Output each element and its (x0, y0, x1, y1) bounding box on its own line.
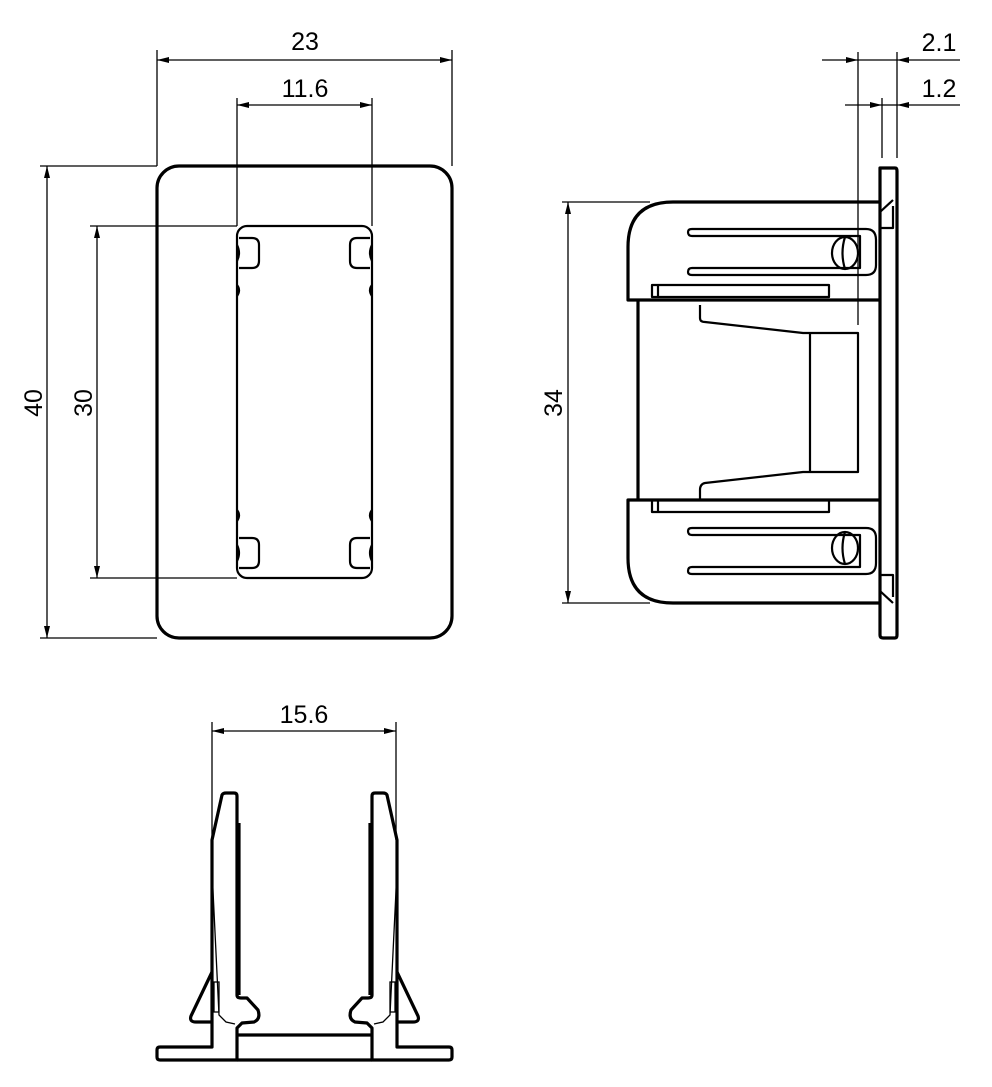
dimension-front-opening-height: 30 (70, 225, 237, 579)
front-opening (235, 224, 374, 580)
side-plate (878, 166, 899, 640)
dim-label-15-6: 15.6 (280, 701, 329, 729)
side-bottom-latch (830, 530, 860, 566)
side-view: 34 2.1 1.2 (540, 29, 960, 640)
dim-label-2-1: 2.1 (922, 29, 957, 57)
dim-label-34: 34 (540, 389, 568, 417)
front-outer-frame (155, 164, 454, 640)
dim-label-30: 30 (70, 389, 98, 417)
bottom-left-leg (155, 791, 261, 1062)
side-bottom-section (626, 498, 880, 605)
dim-label-11-6: 11.6 (282, 75, 329, 103)
front-view: 23 11.6 40 30 (20, 28, 454, 640)
side-details-bottom (650, 498, 895, 611)
bottom-view: 15.6 (155, 701, 454, 1062)
dimension-front-opening-width: 11.6 (236, 75, 373, 226)
bottom-right-leg (348, 791, 454, 1062)
dim-label-40: 40 (20, 389, 48, 417)
bottom-bridge (237, 1033, 372, 1062)
side-inner-recess (698, 305, 860, 500)
side-top-section (626, 200, 880, 302)
dim-label-23: 23 (291, 28, 319, 56)
dimension-front-height: 40 (20, 165, 157, 639)
dim-label-1-2: 1.2 (922, 75, 957, 103)
front-notches (236, 236, 373, 570)
dimension-front-width: 23 (156, 28, 453, 166)
side-details-top (650, 192, 895, 299)
dimension-plate-offset: 2.1 (822, 29, 960, 325)
dimension-plate-thickness: 1.2 (845, 75, 960, 158)
dimension-side-height: 34 (540, 201, 650, 604)
dimension-bottom-width: 15.6 (211, 701, 397, 840)
